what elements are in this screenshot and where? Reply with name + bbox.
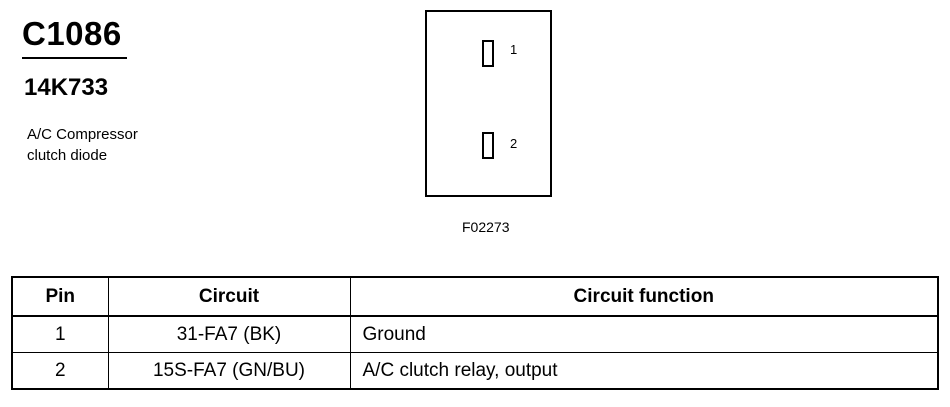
header-circuit: Circuit (107, 276, 351, 317)
pin-cell: 1 (11, 315, 109, 353)
table-header-row: Pin Circuit Circuit function (11, 276, 939, 317)
pin-1-terminal (482, 40, 494, 67)
pin-2-label: 2 (510, 136, 518, 151)
circuit-cell: 31-FA7 (BK) (107, 315, 351, 353)
circuit-function-cell: A/C clutch relay, output (349, 352, 939, 390)
connector-id: C1086 (22, 15, 122, 52)
circuit-cell: 15S-FA7 (GN/BU) (107, 352, 351, 390)
connector-face-diagram (425, 10, 552, 197)
table-row: 1 31-FA7 (BK) Ground (11, 315, 939, 353)
pinout-table: Pin Circuit Circuit function 1 31-FA7 (B… (11, 276, 939, 390)
part-number: 14K733 (24, 74, 109, 101)
pin-1-label: 1 (510, 42, 518, 57)
figure-code: F02273 (462, 219, 510, 235)
component-description: A/C Compressor clutch diode (27, 126, 138, 164)
circuit-function-cell: Ground (349, 315, 939, 353)
pin-cell: 2 (11, 352, 109, 390)
pin-2-terminal (482, 132, 494, 159)
header-circuit-function: Circuit function (349, 276, 939, 317)
header-pin: Pin (11, 276, 109, 317)
connector-id-underline (22, 57, 127, 59)
table-row: 2 15S-FA7 (GN/BU) A/C clutch relay, outp… (11, 352, 939, 390)
